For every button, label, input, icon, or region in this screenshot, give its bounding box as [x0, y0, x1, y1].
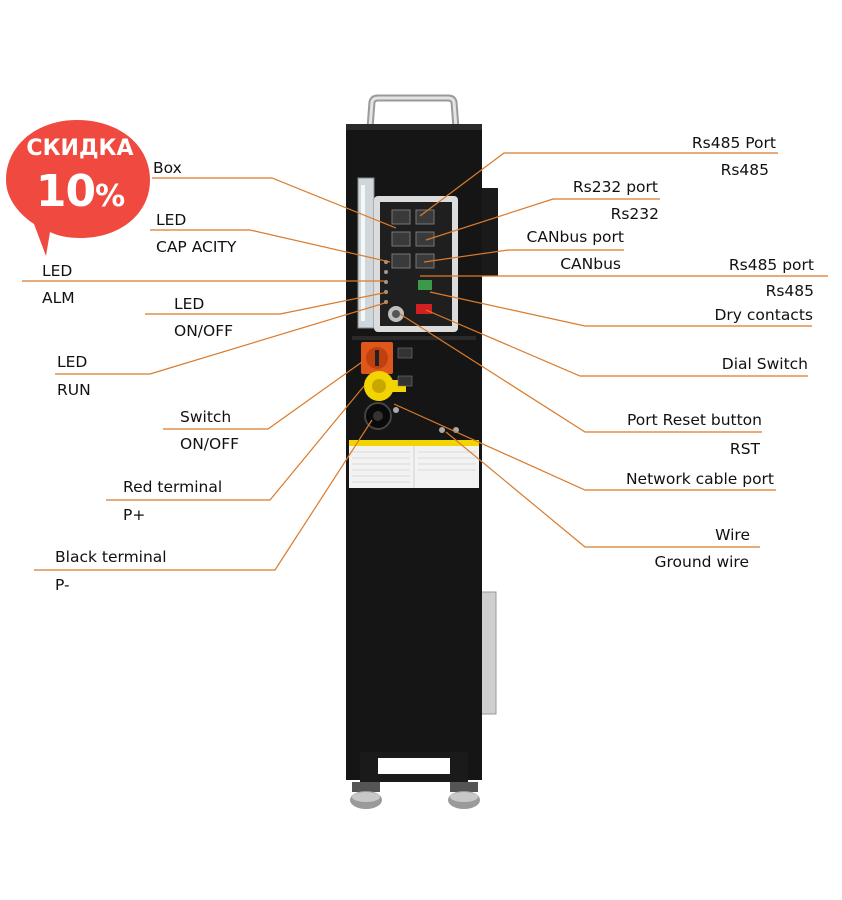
label-network-port: Network cable port	[625, 470, 774, 488]
label-box: Box	[153, 159, 182, 177]
rotary-power-switch	[361, 342, 393, 374]
led-indicators	[384, 260, 388, 304]
side-bracket-top	[480, 188, 498, 276]
label-switch-sub: ON/OFF	[180, 435, 240, 453]
leader-dial-switch	[425, 309, 808, 377]
reset-button	[388, 306, 404, 322]
label-canbus-port-sub: CANbus	[560, 255, 621, 273]
leader-rs485-port-1	[419, 152, 778, 217]
panel-divider	[352, 336, 476, 340]
label-led-run: LED	[57, 353, 88, 371]
label-port-reset-sub: RST	[729, 440, 760, 458]
label-red-terminal: Red terminal	[123, 478, 223, 496]
terminal-label-plate	[397, 375, 413, 387]
label-red-terminal-sub: P+	[123, 506, 146, 524]
label-led-alm: LED	[42, 262, 73, 280]
spec-sticker	[349, 440, 479, 488]
carry-handle	[366, 94, 460, 129]
leader-red-terminal	[106, 385, 365, 501]
leader-led-capacity	[150, 229, 391, 263]
label-wire-sub: Ground wire	[654, 553, 750, 571]
black-terminal-connector	[364, 402, 392, 430]
discount-badge-number: 10	[35, 166, 96, 217]
label-canbus-port: CANbus port	[526, 228, 624, 246]
label-rs485-port-2: Rs485 port	[728, 256, 814, 274]
leader-black-terminal	[34, 419, 373, 571]
leader-wire	[445, 431, 760, 548]
discount-badge	[6, 120, 150, 256]
cabinet-feet	[350, 752, 480, 809]
label-rs485-port-1-sub: Rs485	[720, 161, 769, 179]
label-rs485-port-2-sub: Rs485	[765, 282, 814, 300]
label-dial-switch: Dial Switch	[721, 355, 808, 373]
label-led-capacity: LED	[156, 211, 187, 229]
leader-rs232-port	[425, 198, 660, 241]
label-rs485-port-1: Rs485 Port	[691, 134, 776, 152]
leader-network-port	[393, 403, 776, 491]
label-led-onoff-sub: ON/OFF	[174, 322, 234, 340]
label-wire: Wire	[715, 526, 750, 544]
discount-badge-unit: %	[95, 179, 125, 214]
leader-canbus-port	[423, 249, 624, 263]
label-black-terminal-sub: P-	[55, 576, 70, 594]
label-dry-contacts: Dry contacts	[714, 306, 814, 324]
discount-badge-value: 10%	[18, 166, 142, 217]
label-rs232-port: Rs232 port	[572, 178, 658, 196]
dial-switch-block	[418, 280, 432, 290]
leader-lines	[22, 152, 828, 571]
leader-dry-contacts	[429, 291, 812, 327]
label-switch: Switch	[180, 408, 232, 426]
discount-badge-title: СКИДКА	[26, 136, 134, 161]
label-port-reset: Port Reset button	[626, 411, 762, 429]
label-led-capacity-sub: CAP ACITY	[156, 238, 237, 256]
transparent-box-cover	[357, 177, 375, 329]
leader-switch	[163, 361, 363, 430]
leader-led-onoff	[145, 291, 389, 315]
leader-port-reset	[399, 313, 762, 433]
switch-label-plate	[397, 347, 413, 359]
panel-ports	[391, 209, 435, 269]
label-black-terminal: Black terminal	[55, 548, 167, 566]
label-rs232-port-sub: Rs232	[610, 205, 659, 223]
label-led-onoff: LED	[174, 295, 205, 313]
leader-led-run	[55, 301, 389, 375]
leader-box	[152, 177, 397, 229]
side-bracket-bottom	[479, 591, 497, 715]
label-led-alm-sub: ALM	[42, 289, 75, 307]
label-led-run-sub: RUN	[57, 381, 91, 399]
cabinet-top-edge	[346, 124, 482, 130]
dry-contact-block	[416, 304, 432, 314]
